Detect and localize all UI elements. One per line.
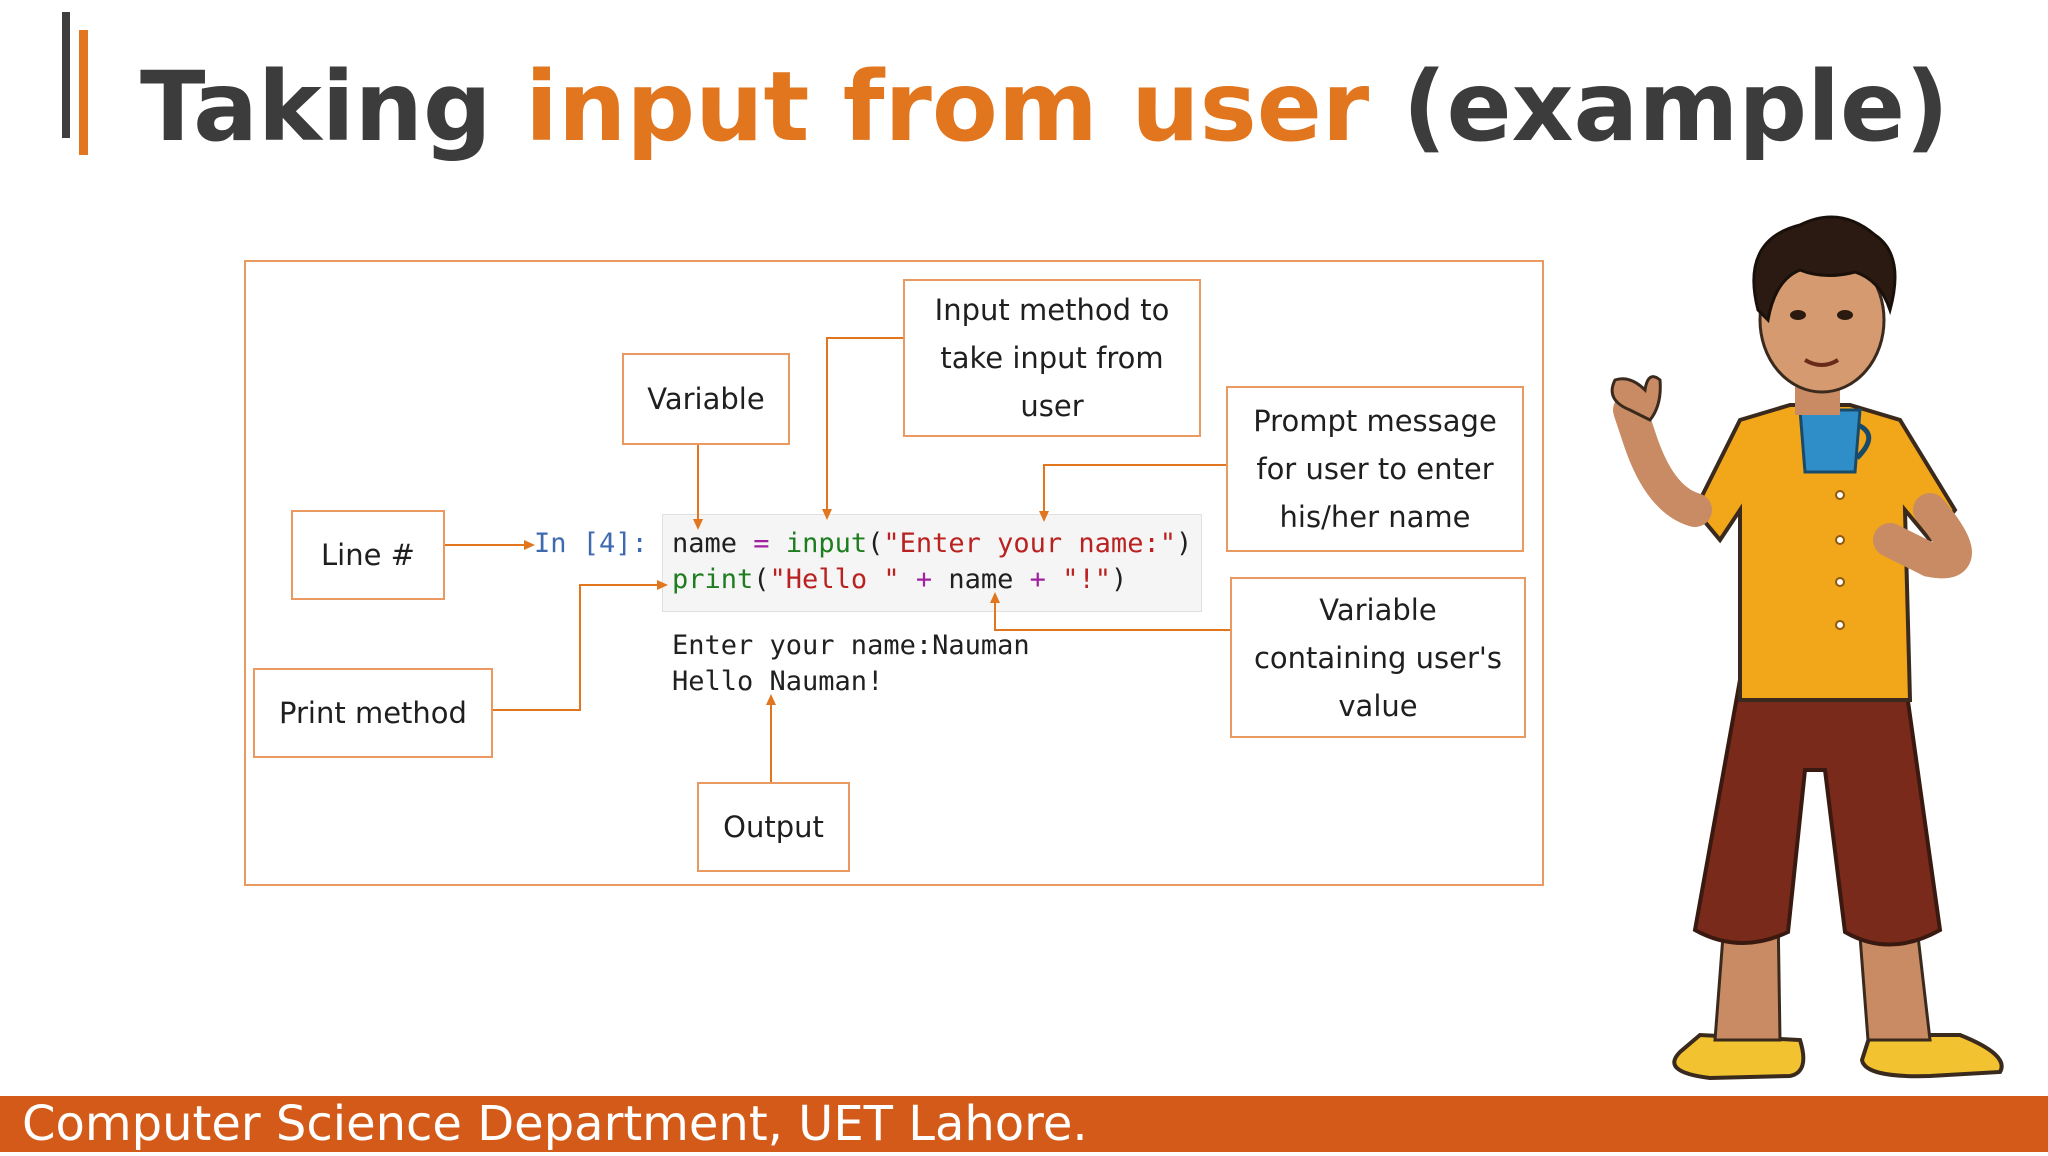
label-variable-value-text: Variable containing user's value xyxy=(1253,592,1503,723)
code-plus-operator: + xyxy=(899,564,949,595)
cell-prompt: In [4]: xyxy=(534,528,648,559)
code-diagram-frame xyxy=(244,260,1544,886)
title-accent-orange xyxy=(79,30,88,155)
title-suffix: (example) xyxy=(1369,51,1949,163)
label-input-method: Input method to take input from user xyxy=(903,279,1201,437)
footer-bar xyxy=(0,1096,2048,1152)
code-name-reference: name xyxy=(948,564,1014,595)
right-shoe xyxy=(1859,1033,2004,1079)
code-line-2: print("Hello " + name + "!") xyxy=(672,562,1127,598)
mug xyxy=(1798,408,1862,474)
label-output-text: Output xyxy=(723,810,824,844)
code-prompt-string: "Enter your name:" xyxy=(883,528,1176,559)
slide-title: Taking input from user (example) xyxy=(140,42,1949,172)
label-print-method-text: Print method xyxy=(279,696,467,730)
output-line-2: Hello Nauman! xyxy=(672,666,884,697)
code-input-function: input xyxy=(785,528,868,559)
arrow-prompt-message xyxy=(1039,464,1226,522)
label-variable-value: Variable containing user's value xyxy=(1230,577,1526,738)
output-line-1: Enter your name:Nauman xyxy=(672,630,1030,661)
left-arm xyxy=(1613,393,1712,527)
hair xyxy=(1752,215,1897,324)
code-assign-operator: = xyxy=(737,528,786,559)
code-plus-operator: + xyxy=(1013,564,1063,595)
label-prompt-message: Prompt message for user to enter his/her… xyxy=(1226,386,1524,552)
code-paren-close: ) xyxy=(1110,564,1128,595)
arrow-input-method xyxy=(822,337,903,520)
presenter-character-illustration xyxy=(1610,215,2004,1081)
right-arm xyxy=(1873,493,1972,579)
shirt xyxy=(1692,403,1958,702)
code-cell xyxy=(662,514,1202,612)
label-output: Output xyxy=(697,782,850,872)
label-print-method: Print method xyxy=(253,668,493,758)
title-prefix: Taking xyxy=(140,51,526,163)
title-highlight: input from user xyxy=(525,51,1370,163)
code-exclaim-string: "!" xyxy=(1062,564,1111,595)
label-variable: Variable xyxy=(622,353,790,445)
left-shoe xyxy=(1672,1032,1806,1081)
label-prompt-message-text: Prompt message for user to enter his/her… xyxy=(1253,404,1497,534)
mug-handle xyxy=(1855,422,1872,460)
arrow-print-method xyxy=(493,580,668,711)
left-hand xyxy=(1610,375,1662,422)
trousers xyxy=(1692,678,1943,947)
label-input-method-text: Input method to take input from user xyxy=(934,293,1170,423)
code-paren-open: ( xyxy=(867,528,884,559)
code-variable-name: name xyxy=(672,528,738,559)
code-line-1: name = input("Enter your name:") xyxy=(672,526,1192,562)
arrow-variable-value xyxy=(990,592,1230,631)
code-print-function: print xyxy=(672,564,754,595)
title-accent-dark xyxy=(62,12,70,138)
code-paren-close: ) xyxy=(1175,528,1193,559)
code-paren-open: ( xyxy=(753,564,770,595)
footer-text: Computer Science Department, UET Lahore. xyxy=(22,1096,1088,1152)
label-line-number-text: Line # xyxy=(321,538,415,572)
label-variable-text: Variable xyxy=(647,382,765,416)
label-line-number: Line # xyxy=(291,510,445,600)
code-hello-string: "Hello " xyxy=(769,564,900,595)
